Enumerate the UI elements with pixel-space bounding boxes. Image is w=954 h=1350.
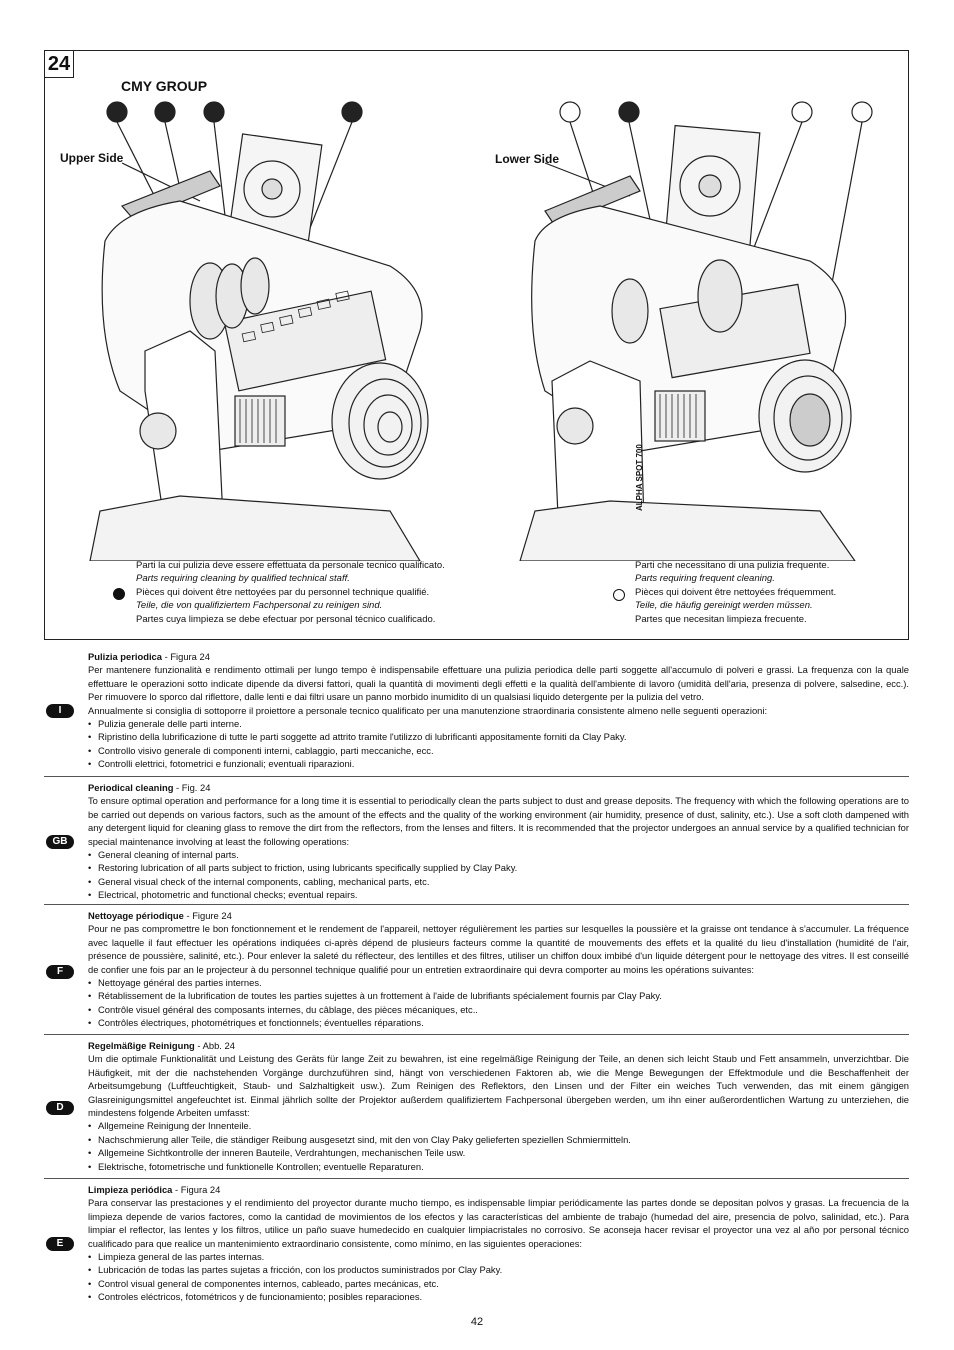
section-title: Regelmäßige Reinigung xyxy=(88,1040,195,1051)
list-item: Nettoyage général des parties internes. xyxy=(88,976,909,990)
list-item: Elektrische, fotometrische und funktione… xyxy=(88,1160,909,1174)
paragraph: Um die optimale Funktionalität und Leist… xyxy=(88,1053,909,1119)
list-item: Controles eléctricos, fotométricos y de … xyxy=(88,1290,909,1304)
list-item: Pulizia generale delle parti interne. xyxy=(88,717,909,731)
paragraph: Pour ne pas compromettre le bon fonction… xyxy=(88,923,909,975)
figure-24: 24 CMY GROUP Upper Side Lower Side xyxy=(44,50,909,640)
lang-badge-i: I xyxy=(46,704,74,718)
section-title: Periodical cleaning xyxy=(88,782,174,793)
list-item: Contrôles électriques, photométriques et… xyxy=(88,1016,909,1030)
figure-number: 24 xyxy=(45,51,74,78)
section-title: Limpieza periódica xyxy=(88,1184,173,1195)
legend-frequent: Parti che necessitano di una pulizia fre… xyxy=(635,560,837,625)
list-item: Control visual general de componentes in… xyxy=(88,1277,909,1291)
lang-badge-gb: GB xyxy=(46,835,74,849)
list-item: Limpieza general de las partes internas. xyxy=(88,1250,909,1264)
qualified-cleaning-marker xyxy=(113,588,125,600)
paragraph: Per mantenere funzionalità e rendimento … xyxy=(88,664,909,703)
list-item: Nachschmierung aller Teile, die ständige… xyxy=(88,1133,909,1147)
list-item: Controlli elettrici, fotometrici e funzi… xyxy=(88,757,909,771)
section-english: GB Periodical cleaning - Fig. 24 To ensu… xyxy=(44,776,909,905)
list-item: Controllo visivo generale di componenti … xyxy=(88,744,909,758)
upper-side-label: Upper Side xyxy=(60,151,124,165)
list-item: Ripristino della lubrificazione di tutte… xyxy=(88,730,909,744)
list-item: Rétablissement de la lubrification de to… xyxy=(88,989,909,1003)
lower-side-illustration: ALPHA SPOT 700 xyxy=(519,101,873,561)
upper-side-illustration xyxy=(89,101,429,561)
section-french: F Nettoyage périodique - Figure 24 Pour … xyxy=(44,904,909,1035)
list-item: Lubricación de todas las partes sujetas … xyxy=(88,1263,909,1277)
list-item: General visual check of the internal com… xyxy=(88,875,909,889)
page-number: 42 xyxy=(470,1316,484,1328)
figure-title: CMY GROUP xyxy=(121,78,208,94)
section-german: D Regelmäßige Reinigung - Abb. 24 Um die… xyxy=(44,1034,909,1179)
list-item: General cleaning of internal parts. xyxy=(88,848,909,862)
list-item: Restoring lubrication of all parts subje… xyxy=(88,861,909,875)
list-item: Electrical, photometric and functional c… xyxy=(88,888,909,902)
list-item: Allgemeine Reinigung der Innenteile. xyxy=(88,1119,909,1133)
lang-badge-d: D xyxy=(46,1101,74,1115)
section-title: Pulizia periodica xyxy=(88,651,162,662)
section-spanish: E Limpieza periódica - Figura 24 Para co… xyxy=(44,1178,909,1309)
lang-badge-f: F xyxy=(46,965,74,979)
lang-badge-e: E xyxy=(46,1237,74,1251)
paragraph: To ensure optimal operation and performa… xyxy=(88,795,909,847)
legend-qualified: Parti la cui pulizia deve essere effettu… xyxy=(136,560,445,625)
list-item: Allgemeine Sichtkontrolle der inneren Ba… xyxy=(88,1146,909,1160)
model-label: ALPHA SPOT 700 xyxy=(635,444,644,511)
frequent-cleaning-marker xyxy=(613,589,625,601)
section-italian: I Pulizia periodica - Figura 24 Per mant… xyxy=(44,646,909,776)
list-item: Contrôle visuel général des composants i… xyxy=(88,1003,909,1017)
lower-side-label: Lower Side xyxy=(495,152,560,166)
paragraph: Annualmente si consiglia di sottoporre i… xyxy=(88,704,768,716)
section-title: Nettoyage périodique xyxy=(88,910,184,921)
paragraph: Para conservar las prestaciones y el ren… xyxy=(88,1197,909,1249)
